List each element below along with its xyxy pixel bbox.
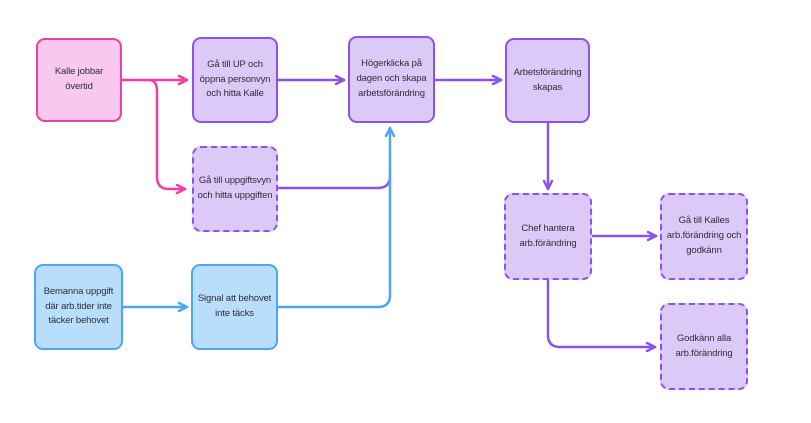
node-godkann-alla[interactable]: Godkänn alla arb.förändring: [660, 303, 748, 390]
node-label: Gå till uppgiftsvyn och hitta uppgiften: [197, 175, 273, 201]
node-bemanna-uppgift[interactable]: Bemanna uppgift där arb.tider inte täcke…: [34, 264, 123, 350]
node-label: Signal att behovet inte täcks: [197, 293, 272, 319]
node-label: Högerklicka på dagen och skapa arbetsför…: [356, 58, 427, 99]
node-label: Arbetsförändring skapas: [513, 66, 582, 93]
edge-kalle-to-uppgiftsvyn: [148, 78, 187, 195]
node-chef-hantera[interactable]: Chef hantera arb.förändring: [504, 193, 592, 280]
node-label: Godkänn alla arb.förändring: [675, 332, 733, 359]
node-ga-till-uppgiftsvyn[interactable]: Gå till uppgiftsvyn och hitta uppgiften: [192, 146, 278, 232]
node-label: Kalle jobbar övertid: [54, 66, 104, 92]
node-label: Gå till UP och öppna personvyn och hitta…: [199, 58, 271, 100]
node-label: Gå till Kalles arb.förändring och godkän…: [666, 215, 742, 256]
node-label: Chef hantera arb.förändring: [519, 222, 577, 249]
node-label: Bemanna uppgift där arb.tider inte täcke…: [43, 285, 114, 327]
node-kalle-jobbar-overtid[interactable]: Kalle jobbar övertid: [36, 38, 122, 122]
node-hogerklicka-pa-dagen[interactable]: Högerklicka på dagen och skapa arbetsför…: [348, 36, 435, 123]
node-ga-till-kalles[interactable]: Gå till Kalles arb.förändring och godkän…: [660, 193, 748, 280]
node-ga-till-up[interactable]: Gå till UP och öppna personvyn och hitta…: [192, 37, 278, 123]
edge-chef-to-godkann: [546, 278, 657, 353]
edge-uppgiftsvyn-to-hogerklicka: [276, 174, 392, 190]
edge-signal-to-hogerklicka: [276, 126, 396, 309]
node-arbetsforandring-skapas[interactable]: Arbetsförändring skapas: [505, 38, 590, 123]
node-signal-att-behovet[interactable]: Signal att behovet inte täcks: [191, 264, 278, 350]
